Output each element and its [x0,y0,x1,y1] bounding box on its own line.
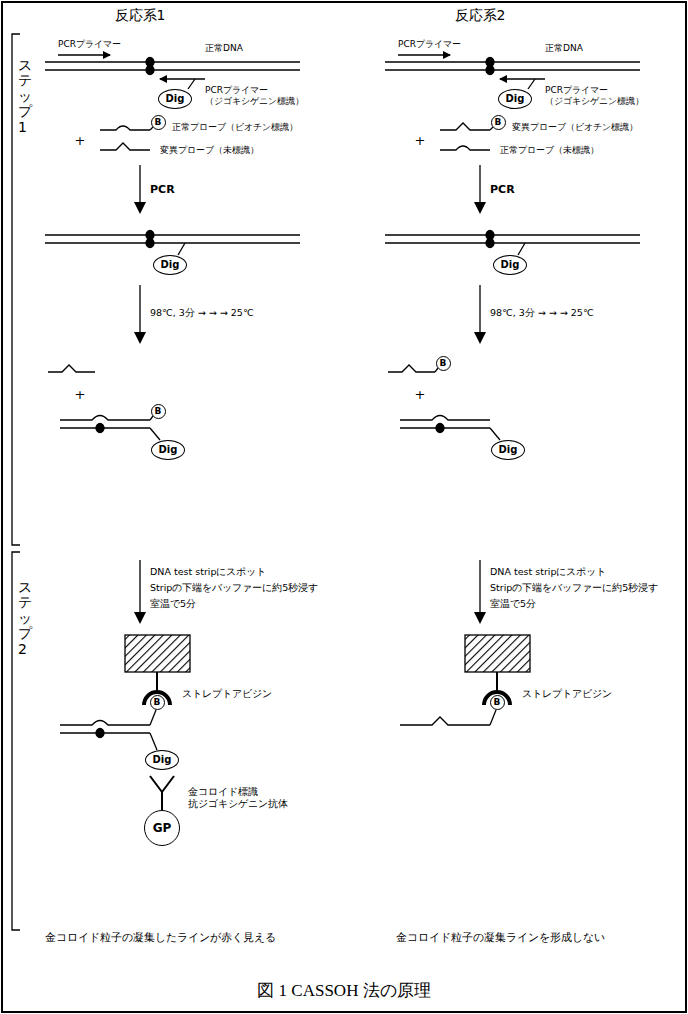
primer-label: PCRプライマー （ジゴキシゲニン標識） [545,85,644,108]
node-text: Dig [161,260,180,270]
plus-sign: + [415,387,426,403]
dig-label: Dig [151,440,185,460]
biotin-label: B [151,404,166,419]
instruction-text: DNA test stripにスポット [490,566,606,578]
antibody [161,792,163,810]
instruction-text: DNA test stripにスポット [150,566,266,578]
condition-label: 98℃, 3分 → → → 25℃ [150,307,254,319]
primer-label: PCRプライマー [58,39,121,50]
label-stub [150,733,157,750]
normal-probe [440,146,490,150]
plus-sign: + [75,133,86,149]
figure-caption: 図 1 CASSOH 法の原理 [257,979,430,1002]
node-text: GP [153,822,172,834]
dna-strand [60,732,150,733]
condition-label: 98℃, 3分 → → → 25℃ [490,307,594,319]
probe-label: 変異プローブ（ビオチン標識） [512,122,638,133]
normal-probe [100,126,150,130]
step-label: ステップ1 [18,58,32,135]
node-text: B [494,698,501,707]
dig-label: Dig [491,440,525,460]
biotin-label: B [490,695,505,710]
antibody-label: 金コロイド標識 抗ジゴキシゲニン抗体 [188,786,288,810]
node-text: Dig [506,94,525,104]
node-text: B [155,118,162,127]
column-header: 反応系1 [115,7,166,25]
node-text: Dig [159,445,178,455]
primer-label: PCRプライマー （ジゴキシゲニン標識） [205,85,304,108]
normal-probe [60,721,150,726]
plus-sign: + [75,387,86,403]
dig-label: Dig [498,89,532,109]
node-text: Dig [499,445,518,455]
gold-particle: GP [144,810,180,846]
column-header: 反応系2 [455,7,506,25]
step-label: ステップ2 [18,580,32,657]
antibody [150,776,162,792]
mutant-probe [100,143,150,150]
process-label: PCR [490,183,515,197]
node-text: Dig [166,94,185,104]
process-label: PCR [150,183,175,197]
column-drawing [385,55,640,725]
plus-sign: + [415,133,426,149]
dig-label: Dig [158,89,192,109]
column-drawing [45,55,300,725]
dig-label: Dig [493,255,527,275]
probe-label: 変異プローブ（未標識） [160,145,259,156]
mutant-probe [400,717,490,725]
instruction-text: Stripの下端をバッファーに約5秒浸す [490,582,658,594]
biotin-label: B [151,115,166,130]
dna-label: 正常DNA [205,43,243,54]
node-text: Dig [153,755,172,765]
node-text: B [495,118,502,127]
snp-dot [96,729,104,738]
result-text: 金コロイド粒子の凝集ラインを形成しない [396,931,605,944]
primer-label: PCRプライマー [398,39,461,50]
node-text: B [154,698,161,707]
antibody [162,776,174,792]
node-text: B [155,407,162,416]
biotin-label: B [150,695,165,710]
dig-label: Dig [145,750,179,770]
mutant-probe [440,123,490,130]
probe-label: 正常プローブ（ビオチン標識） [172,122,298,133]
instruction-text: Stripの下端をバッファーに約5秒浸す [150,582,318,594]
result-text: 金コロイド粒子の凝集したラインが赤く見える [45,931,276,944]
dig-label: Dig [153,255,187,275]
node-text: Dig [501,260,520,270]
instruction-text: 室温で5分 [150,598,196,610]
instruction-text: 室温で5分 [490,598,536,610]
node-text: B [440,359,447,368]
biotin-label: B [436,356,451,371]
dna-label: 正常DNA [545,43,583,54]
part-label: ストレプトアビジン [522,688,612,700]
part-label: ストレプトアビジン [182,688,272,700]
probe-label: 正常プローブ（未標識） [500,145,599,156]
biotin-label: B [491,115,506,130]
